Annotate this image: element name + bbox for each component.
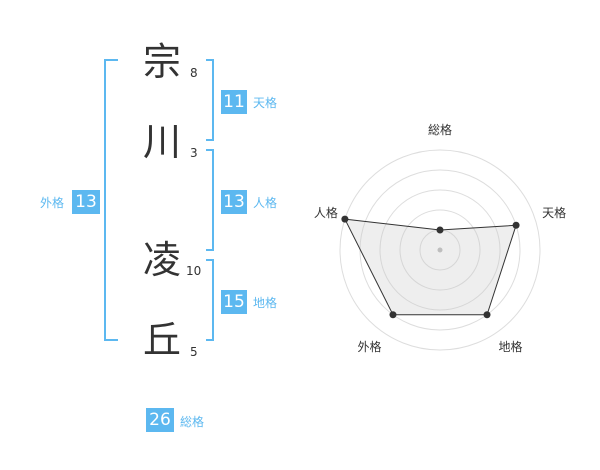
stroke-count-3: 10 xyxy=(186,264,202,278)
radar-axis-label: 地格 xyxy=(499,339,523,354)
chikaku-label: 地格 xyxy=(253,296,278,310)
radar-point-1 xyxy=(436,226,444,234)
stroke-count-4: 5 xyxy=(190,345,198,359)
jinkaku-bracket xyxy=(206,149,214,251)
gaikaku-label: 外格 xyxy=(40,196,65,210)
tenkaku-label: 天格 xyxy=(253,96,278,110)
radar-axis-label: 人格 xyxy=(314,205,338,220)
name-char-4: 丘 xyxy=(142,318,181,362)
stroke-count-2: 3 xyxy=(190,146,198,160)
radar-point-4 xyxy=(389,311,397,319)
radar-axis-label: 外格 xyxy=(357,339,381,354)
radar-grid-ring xyxy=(379,189,501,311)
radar-point-2 xyxy=(512,221,520,229)
name-char-2: 川 xyxy=(142,120,181,164)
radar-axis-label: 総格 xyxy=(428,122,452,137)
radar-point-5 xyxy=(341,215,349,223)
jinkaku-label: 人格 xyxy=(253,196,278,210)
radar-grid-ring xyxy=(399,209,481,291)
name-char-3: 凌 xyxy=(142,238,181,282)
radar-point-3 xyxy=(483,311,491,319)
stroke-count-1: 8 xyxy=(190,66,198,80)
gaikaku-value: 13 xyxy=(72,190,100,214)
chikaku-value: 15 xyxy=(221,290,247,314)
soukaku-label: 総格 xyxy=(180,415,205,429)
jinkaku-value: 13 xyxy=(221,190,247,214)
radar-axis-label: 天格 xyxy=(542,205,566,220)
soukaku-value: 26 xyxy=(146,408,174,432)
gaikaku-bracket xyxy=(104,59,118,341)
radar-grid-ring xyxy=(339,149,541,351)
radar-center xyxy=(437,247,443,253)
tenkaku-value: 11 xyxy=(221,90,247,114)
tenkaku-bracket xyxy=(206,59,214,141)
chikaku-bracket xyxy=(206,259,214,341)
name-char-1: 宗 xyxy=(142,40,181,84)
radar-area xyxy=(344,218,517,316)
